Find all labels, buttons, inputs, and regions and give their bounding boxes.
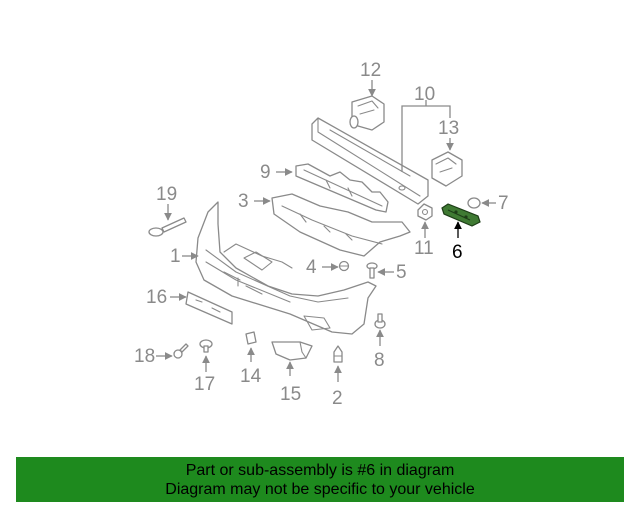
part-9-absorber (295, 163, 389, 213)
part-17-screw (199, 339, 213, 353)
parts-diagram: 12 10 13 9 3 19 1 (134, 60, 509, 409)
callout-4: 4 (306, 257, 317, 278)
callout-17: 17 (194, 374, 215, 395)
part-16-license-bracket (185, 291, 233, 325)
part-12-bracket (349, 95, 385, 131)
part-8-bolt (374, 313, 386, 329)
callout-8: 8 (374, 350, 385, 371)
part-14-clip (245, 331, 257, 345)
part-7-grommet (467, 197, 481, 209)
part-11-nut (417, 203, 433, 221)
callout-1: 1 (170, 246, 181, 267)
part-18-bolt (173, 343, 189, 359)
part-3-absorber (271, 193, 411, 257)
callout-10: 10 (414, 84, 435, 105)
callout-12: 12 (360, 60, 381, 81)
part-2-clip (333, 345, 343, 363)
part-1-bumper-cover (195, 201, 377, 335)
callout-14: 14 (240, 366, 262, 387)
part-13-bracket (431, 151, 463, 187)
callout-11: 11 (414, 238, 434, 259)
part-4-clip (338, 260, 350, 272)
part-10-reinforcement (311, 117, 429, 205)
part-5-bolt (366, 262, 378, 279)
callout-7: 7 (498, 193, 509, 214)
callout-9: 9 (260, 162, 271, 183)
part-19-tow-hook (148, 217, 187, 237)
callout-19: 19 (156, 184, 177, 205)
callout-5: 5 (396, 262, 407, 283)
callout-16: 16 (146, 287, 167, 308)
part-15-cover (271, 341, 313, 361)
banner-line-part: Part or sub-assembly is #6 in diagram (185, 461, 455, 479)
banner-line-disclaimer: Diagram may not be specific to your vehi… (165, 480, 475, 498)
callout-6: 6 (452, 242, 463, 263)
part-6-bracket-highlighted (441, 203, 481, 227)
callout-13: 13 (438, 118, 459, 139)
callout-15: 15 (280, 384, 301, 405)
callout-2: 2 (332, 388, 343, 409)
info-banner: Part or sub-assembly is #6 in diagram Di… (16, 457, 624, 502)
callout-3: 3 (238, 191, 249, 212)
callout-18: 18 (134, 346, 155, 367)
